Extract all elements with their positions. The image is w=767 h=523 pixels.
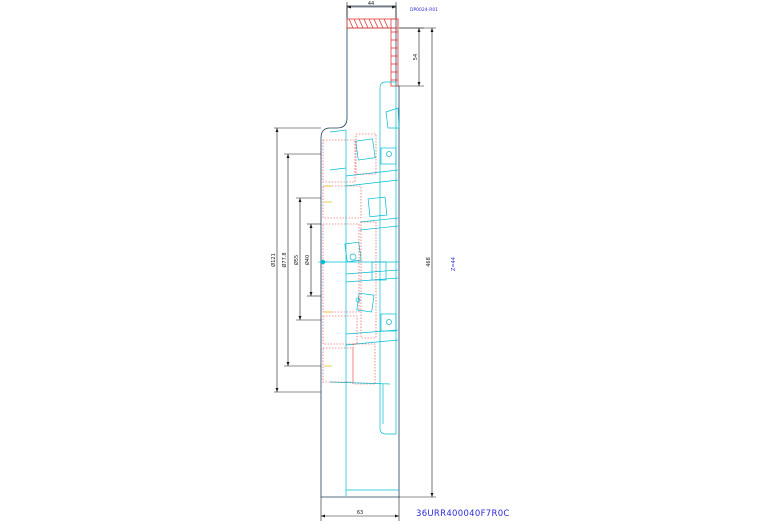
reference-tag: DP0024-R01 <box>410 7 438 13</box>
dim-diameter-second: Ø77.8 <box>281 252 288 267</box>
top-flange-section <box>346 18 399 87</box>
dim-diameter-outer: Ø121 <box>270 253 277 266</box>
dim-top-width: 44 <box>368 1 374 7</box>
dim-diameter-third: Ø55 <box>293 255 300 265</box>
dimension-lines <box>274 2 436 521</box>
insert-pockets <box>321 81 400 496</box>
hidden-lines <box>322 133 377 385</box>
centerline-accents <box>324 185 332 367</box>
part-number: 36URR400040F7R0C <box>416 509 510 519</box>
dim-overall-length: 468 <box>426 257 432 267</box>
dim-top-height: 54 <box>413 54 419 60</box>
dimension-arrows <box>275 5 434 518</box>
length-label: Z=44 <box>451 257 457 271</box>
dim-diameter-inner: Ø40 <box>304 255 311 265</box>
dim-bottom-width: 63 <box>357 510 363 516</box>
center-marker <box>318 259 328 265</box>
